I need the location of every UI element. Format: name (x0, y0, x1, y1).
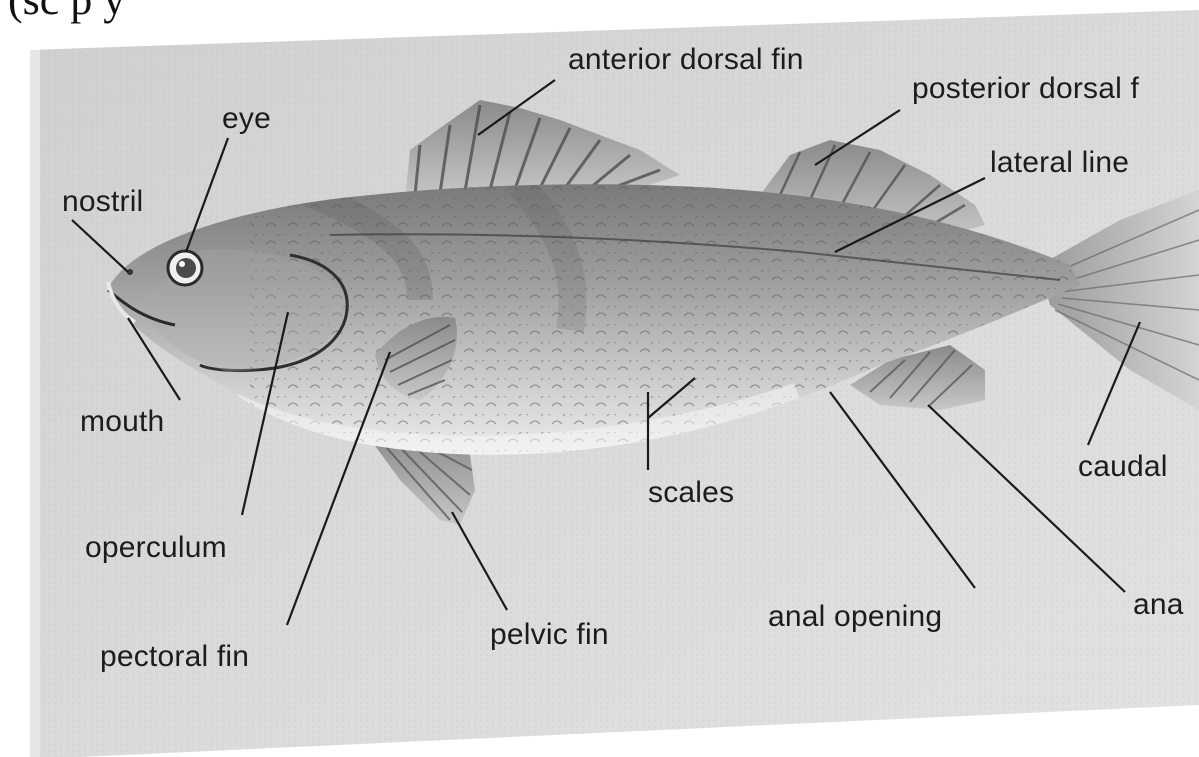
label-lateral-line: lateral line (990, 148, 1129, 178)
label-pectoral-fin: pectoral fin (100, 642, 249, 672)
label-scales: scales (648, 478, 734, 508)
label-eye: eye (222, 104, 271, 134)
label-posterior-dorsal-fin: posterior dorsal f (912, 74, 1139, 104)
label-anal-opening: anal opening (768, 602, 942, 632)
label-caudal-fin: caudal (1078, 452, 1168, 482)
clipped-header-text: (sc p y (8, 0, 125, 22)
label-anal-fin: ana (1133, 590, 1184, 620)
label-pelvic-fin: pelvic fin (490, 620, 609, 650)
label-mouth: mouth (80, 407, 164, 437)
label-nostril: nostril (62, 187, 143, 217)
label-anterior-dorsal-fin: anterior dorsal fin (568, 45, 804, 75)
label-operculum: operculum (85, 533, 227, 563)
